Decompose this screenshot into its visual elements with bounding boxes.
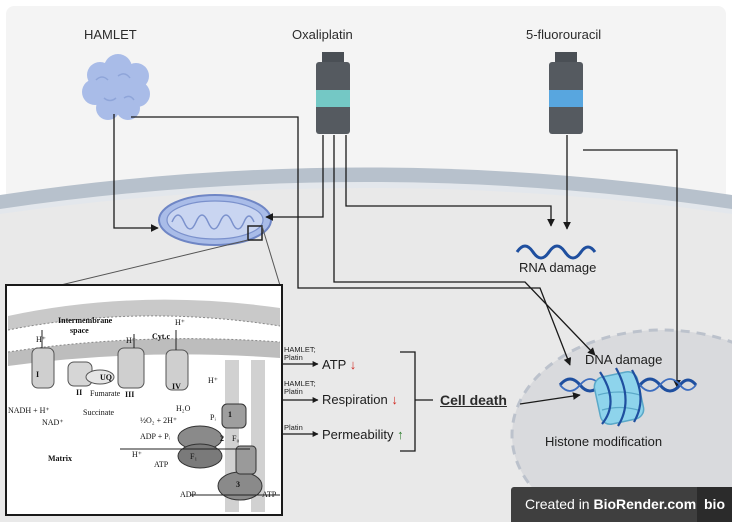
inset-num-2-label: 2 bbox=[220, 434, 224, 443]
arrow-fu-nucleus bbox=[583, 149, 681, 388]
atp-down-arrow-icon: ↓ bbox=[349, 357, 357, 372]
badge-brand: BioRender.com bbox=[593, 496, 697, 512]
inset-num-1-label: 1 bbox=[228, 410, 232, 419]
etc-inset-panel bbox=[5, 284, 283, 516]
inset-fumarate-label: Fumarate bbox=[90, 389, 121, 398]
biorender-badge[interactable]: Created in BioRender.com bio bbox=[511, 487, 732, 522]
hamlet-label: HAMLET bbox=[84, 27, 137, 42]
inset-intermembrane-label: Intermembrane bbox=[58, 316, 113, 325]
inset-f0-label: F₀ bbox=[232, 434, 240, 443]
arrow-hamlet-mito bbox=[113, 114, 159, 232]
inset-hplus-matrix-label: H⁺ bbox=[132, 450, 142, 459]
dna-damage-label: DNA damage bbox=[585, 352, 663, 367]
inset-hplus-3-label: H⁺ bbox=[175, 318, 185, 327]
arrow-hamlet-dna bbox=[131, 116, 572, 366]
atp-text: ATP bbox=[322, 357, 347, 372]
inset-h2o-label: H₂O bbox=[176, 404, 191, 413]
inset-uq-label: UQ bbox=[100, 373, 112, 382]
inset-hplus-2-label: H⁺ bbox=[126, 336, 136, 345]
inset-atp-label: ATP bbox=[154, 460, 169, 469]
inset-pi-label: Pᵢ bbox=[210, 413, 216, 422]
permeability-label: Permeability ↑ bbox=[322, 427, 404, 442]
inset-f1-label: F₁ bbox=[190, 452, 198, 461]
permeability-source-label: Platin bbox=[284, 423, 303, 432]
inset-matrix-label: Matrix bbox=[48, 454, 72, 463]
inset-adp-label: ADP bbox=[180, 490, 197, 499]
arrow-oxali-rna bbox=[345, 135, 555, 227]
respiration-text: Respiration bbox=[322, 392, 388, 407]
rna-damage-label: RNA damage bbox=[519, 260, 597, 275]
respiration-source-label: HAMLET; Platin bbox=[284, 379, 316, 396]
inset-nad-label: NAD⁺ bbox=[42, 418, 64, 427]
inset-complex-iv-label: IV bbox=[172, 382, 181, 391]
inset-hplus-1-label: H⁺ bbox=[36, 335, 46, 344]
oxaliplatin-label: Oxaliplatin bbox=[292, 27, 353, 42]
respiration-label: Respiration ↓ bbox=[322, 392, 398, 407]
fluorouracil-label: 5-fluorouracil bbox=[526, 27, 602, 42]
biorender-logo-icon: bio bbox=[697, 487, 732, 522]
inset-adp-pi-label: ADP + Pᵢ bbox=[140, 432, 170, 441]
inset-hplus-4-label: H⁺ bbox=[208, 376, 218, 385]
inset-space-label: space bbox=[70, 326, 89, 335]
zoom-line bbox=[39, 239, 249, 291]
respiration-down-arrow-icon: ↓ bbox=[391, 392, 398, 407]
arrow-death-dna bbox=[519, 392, 581, 405]
arrow-oxali-mito bbox=[265, 135, 324, 221]
inset-num-3-label: 3 bbox=[236, 480, 240, 489]
inset-nadh-label: NADH + H⁺ bbox=[8, 406, 50, 415]
oxaliplatin-vial-icon bbox=[316, 52, 350, 134]
inset-o2-label: ½O₂ + 2H⁺ bbox=[140, 416, 178, 425]
cell-death-label: Cell death bbox=[440, 392, 507, 408]
inset-complex-iii-label: III bbox=[125, 390, 135, 399]
dna-histone-icon bbox=[558, 367, 698, 427]
mitochondrion-icon bbox=[158, 194, 272, 246]
inset-cytc-label: Cyt.c bbox=[152, 332, 170, 341]
atp-label: ATP ↓ bbox=[322, 357, 356, 372]
badge-prefix: Created in bbox=[525, 496, 594, 512]
inset-atp-out-label: ATP bbox=[262, 490, 277, 499]
histone-modification-label: Histone modification bbox=[545, 434, 663, 449]
permeability-text: Permeability bbox=[322, 427, 394, 442]
arrow-oxali-dna bbox=[333, 135, 596, 356]
permeability-up-arrow-icon: ↑ bbox=[397, 427, 404, 442]
inset-complex-i-label: I bbox=[36, 370, 40, 379]
fluorouracil-vial-icon bbox=[549, 52, 583, 134]
inset-succinate-label: Succinate bbox=[83, 408, 115, 417]
rna-strand-icon bbox=[515, 244, 597, 260]
badge-text: Created in BioRender.com bbox=[525, 496, 696, 512]
hamlet-protein-icon bbox=[82, 54, 150, 120]
zoom-box bbox=[247, 225, 263, 241]
effects-bracket bbox=[400, 351, 416, 452]
zoom-line bbox=[261, 225, 283, 293]
atp-source-label: HAMLET; Platin bbox=[284, 345, 316, 362]
inset-complex-ii-label: II bbox=[76, 388, 83, 397]
